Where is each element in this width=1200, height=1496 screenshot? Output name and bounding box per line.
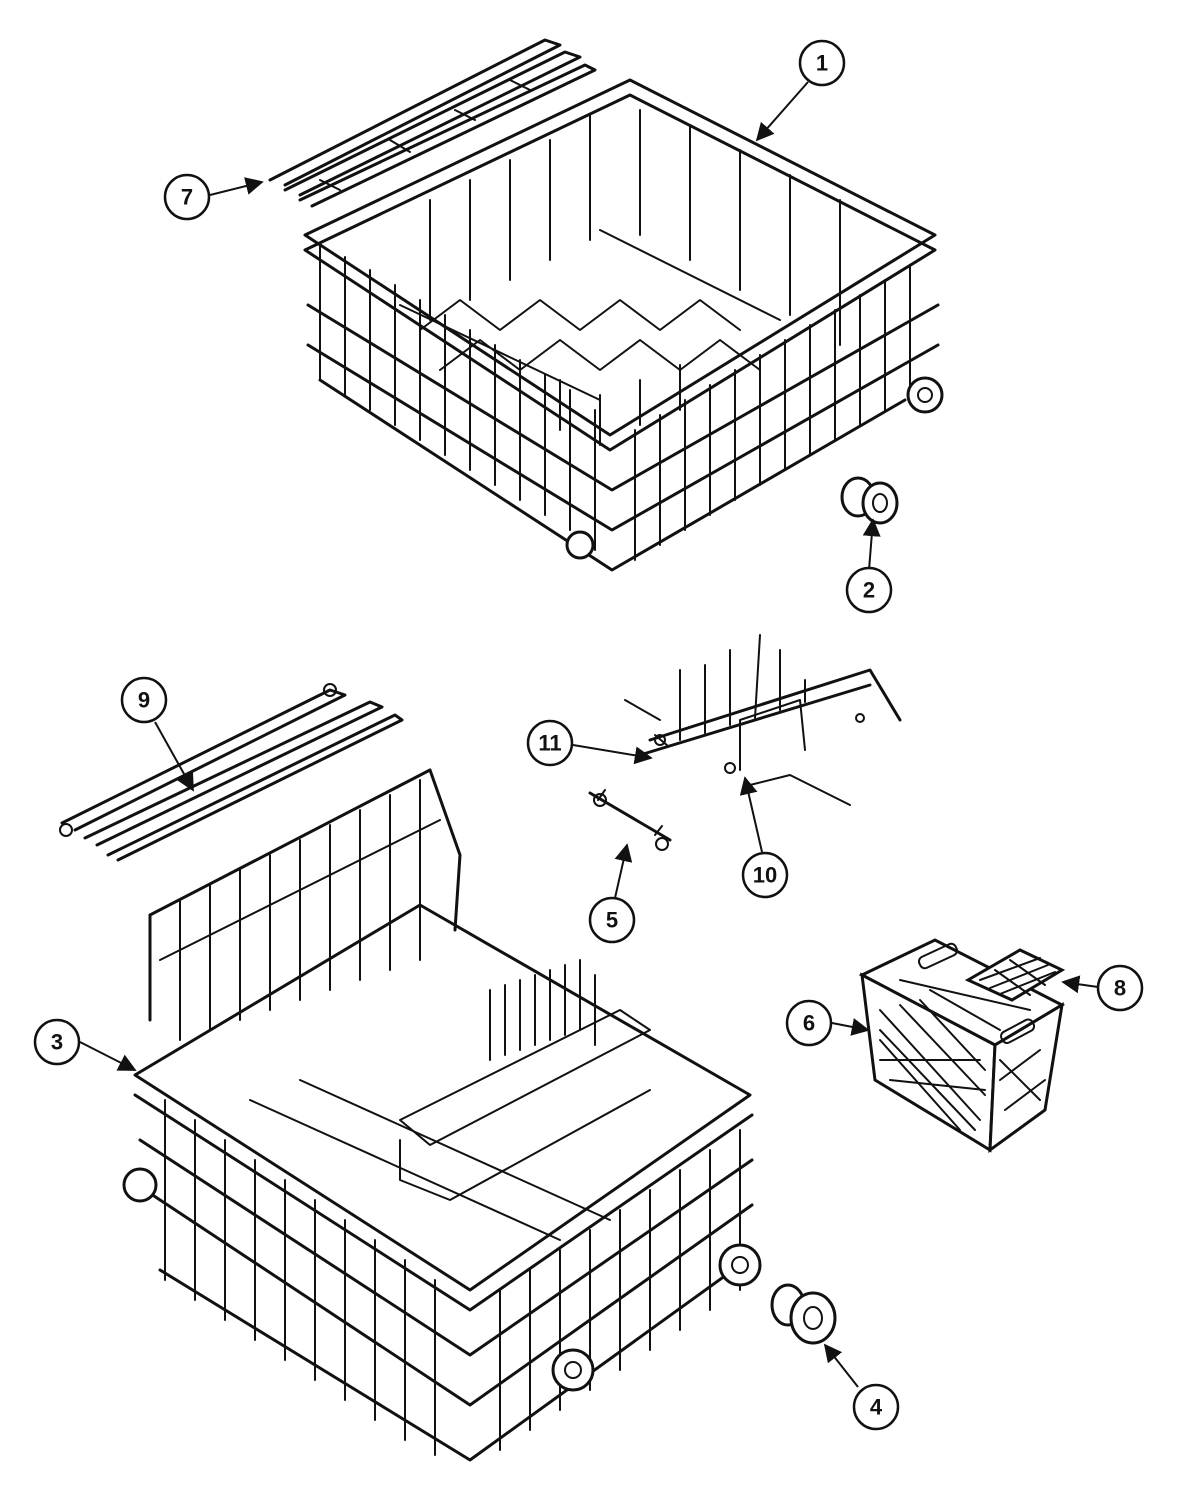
callout-5: 5 bbox=[588, 896, 636, 944]
callout-3: 3 bbox=[33, 1018, 81, 1066]
svg-text:2: 2 bbox=[863, 578, 875, 603]
svg-text:10: 10 bbox=[753, 863, 777, 888]
part-8-basket-cover bbox=[964, 948, 1066, 1002]
callout-4: 4 bbox=[852, 1383, 900, 1431]
svg-text:7: 7 bbox=[181, 185, 193, 210]
callout-8: 8 bbox=[1096, 964, 1144, 1012]
callout-1: 1 bbox=[798, 39, 846, 87]
part-10-tine-row bbox=[624, 634, 902, 806]
part-4-lower-roller bbox=[770, 1283, 837, 1345]
part-11-tine-clip bbox=[654, 734, 669, 747]
svg-text:4: 4 bbox=[870, 1395, 883, 1420]
callout-11: 11 bbox=[526, 719, 574, 767]
callout-2: 2 bbox=[845, 566, 893, 614]
svg-text:5: 5 bbox=[606, 908, 618, 933]
callout-9: 9 bbox=[120, 676, 168, 724]
callout-7: 7 bbox=[163, 173, 211, 221]
part-2-rack-roller bbox=[840, 476, 899, 525]
svg-text:1: 1 bbox=[816, 51, 828, 76]
part-5-bracket bbox=[588, 789, 672, 851]
part-3-lower-rack bbox=[122, 768, 762, 1462]
part-6-silverware-basket bbox=[858, 938, 1066, 1154]
callout-10: 10 bbox=[741, 851, 789, 899]
part-7-track-rails bbox=[268, 38, 597, 208]
callout-6: 6 bbox=[785, 999, 833, 1047]
part-9-lower-rack-rails bbox=[59, 683, 404, 862]
svg-text:3: 3 bbox=[51, 1030, 63, 1055]
svg-text:6: 6 bbox=[803, 1011, 815, 1036]
svg-text:11: 11 bbox=[538, 731, 561, 756]
callout-leaders bbox=[79, 81, 1099, 1388]
part-1-upper-rack bbox=[303, 78, 944, 572]
svg-text:9: 9 bbox=[138, 688, 150, 713]
svg-text:8: 8 bbox=[1114, 976, 1126, 1001]
